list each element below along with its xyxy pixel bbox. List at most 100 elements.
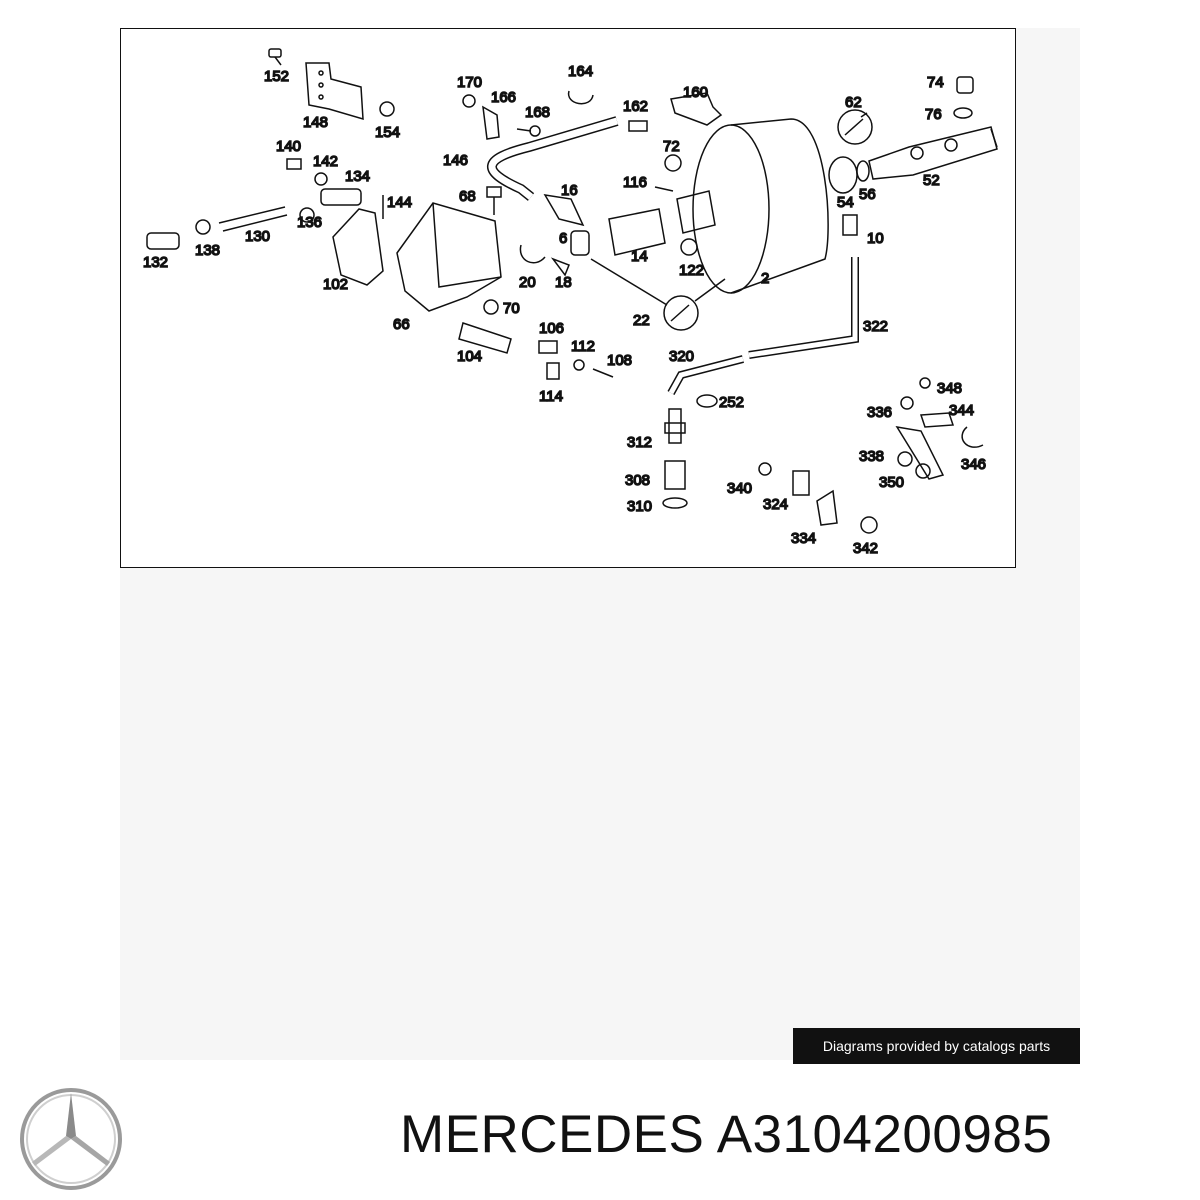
part-20-clip-icon: [519, 244, 546, 264]
callout-label: 52: [923, 172, 940, 189]
callout-label: 320: [669, 348, 694, 365]
callout-label: 136: [297, 214, 322, 231]
callout-label: 162: [623, 98, 648, 115]
part-132-clevis-icon: [146, 232, 180, 250]
part-148-bracket-icon: [305, 62, 364, 121]
part-336-screw-icon: [900, 396, 914, 410]
callout-label: 66: [393, 316, 410, 333]
callout-label: 142: [313, 153, 338, 170]
callout-label: 134: [345, 168, 370, 185]
callout-label: 168: [525, 104, 550, 121]
callout-label: 130: [245, 228, 270, 245]
callout-label: 76: [925, 106, 942, 123]
parts-diagram-drawing: 152 148 154 170 166 168 164 162 160 62 7…: [142, 48, 998, 558]
callout-label: 102: [323, 276, 348, 293]
callout-label: 20: [519, 274, 536, 291]
callout-label: 310: [627, 498, 652, 515]
part-340-screw-icon: [758, 462, 772, 476]
part-76-seal-icon: [953, 107, 973, 119]
part-62-wrench-symbol-icon: [837, 109, 873, 145]
part-310-washer-icon: [662, 497, 688, 509]
part-346-clamp-icon: [961, 426, 984, 448]
callout-label: 342: [853, 540, 878, 557]
part-102-pedal-icon: [332, 208, 384, 286]
callout-label: 62: [845, 94, 862, 111]
callout-label: 132: [143, 254, 168, 271]
product-title: MERCEDES A3104200985: [400, 1104, 1190, 1174]
part-162-connector-icon: [628, 120, 648, 132]
callout-label: 344: [949, 402, 974, 419]
brand-name: MERCEDES: [400, 1105, 705, 1164]
callout-label: 144: [387, 194, 412, 211]
callout-label: 14: [631, 248, 648, 265]
callout-label: 122: [679, 262, 704, 279]
part-308-fitting-icon: [664, 460, 686, 490]
part-112-washer-icon: [573, 359, 585, 371]
part-136-nut-icon: [299, 207, 315, 223]
part-342-nut-icon: [860, 516, 878, 534]
part-168-screw-icon: [516, 125, 541, 137]
part-140-pin-icon: [286, 158, 302, 170]
mercedes-star-icon: [20, 1088, 122, 1190]
callout-label: 160: [683, 84, 708, 101]
callout-label: 104: [457, 348, 482, 365]
part-number: A3104200985: [716, 1105, 1053, 1164]
part-68-bolt-icon: [486, 186, 502, 215]
callout-label: 116: [623, 174, 647, 191]
callout-label: 2: [761, 270, 769, 287]
callout-label: 10: [867, 230, 884, 247]
part-22-wrench-symbol-icon: [590, 258, 726, 331]
callout-label: 152: [264, 68, 289, 85]
callout-label: 340: [727, 480, 752, 497]
callout-label: 140: [276, 138, 301, 155]
callout-label: 166: [491, 89, 516, 106]
callout-label: 334: [791, 530, 816, 547]
part-348-screw-icon: [919, 377, 931, 389]
callout-label: 16: [561, 182, 578, 199]
callout-label: 164: [568, 63, 593, 80]
callout-label: 106: [539, 320, 564, 337]
callout-label: 308: [625, 472, 650, 489]
callout-label: 54: [837, 194, 854, 211]
callout-label: 112: [571, 338, 595, 355]
part-114-switch-icon: [546, 362, 560, 380]
part-116-bolt-icon: [654, 186, 674, 192]
callout-label: 108: [607, 352, 632, 369]
callout-label: 312: [627, 434, 652, 451]
part-350-nut-icon: [915, 463, 931, 479]
part-108-bolt-icon: [592, 368, 614, 378]
callout-label: 68: [459, 188, 476, 205]
callout-label: 154: [375, 124, 400, 141]
part-pushrod-housing-icon: [676, 190, 716, 234]
callout-label: 18: [555, 274, 572, 291]
callout-label: 114: [539, 388, 563, 405]
part-106-plate-icon: [538, 340, 558, 354]
part-56-oring-icon: [856, 160, 870, 182]
part-66-pedal-bracket-icon: [396, 202, 502, 312]
callout-label: 346: [961, 456, 986, 473]
callout-label: 22: [633, 312, 650, 329]
part-70-nut-icon: [483, 299, 499, 315]
part-10-fitting-icon: [842, 214, 858, 236]
part-104-sleeve-icon: [458, 322, 512, 354]
part-154-nut-icon: [379, 101, 395, 117]
callout-label: 74: [927, 74, 944, 91]
part-334-bracket-icon: [816, 489, 838, 526]
callout-label: 348: [937, 380, 962, 397]
callout-label: 56: [859, 186, 876, 203]
part-312-check-valve-icon: [664, 408, 686, 444]
part-344-bracket-icon: [919, 412, 955, 428]
part-152-screw-icon: [268, 48, 282, 66]
part-18-clip-icon: [550, 257, 570, 277]
part-6-bushing-icon: [570, 230, 590, 256]
part-338-nut-icon: [897, 451, 913, 467]
diagram-credit-banner: Diagrams provided by catalogs parts: [793, 1028, 1080, 1064]
part-52-master-cylinder-icon: [868, 126, 998, 180]
part-72-nut-icon: [664, 154, 682, 172]
callout-label: 6: [559, 230, 567, 247]
callout-label: 138: [195, 242, 220, 259]
callout-label: 70: [503, 300, 520, 317]
part-252-seal-icon: [696, 394, 718, 408]
callout-label: 324: [763, 496, 788, 513]
